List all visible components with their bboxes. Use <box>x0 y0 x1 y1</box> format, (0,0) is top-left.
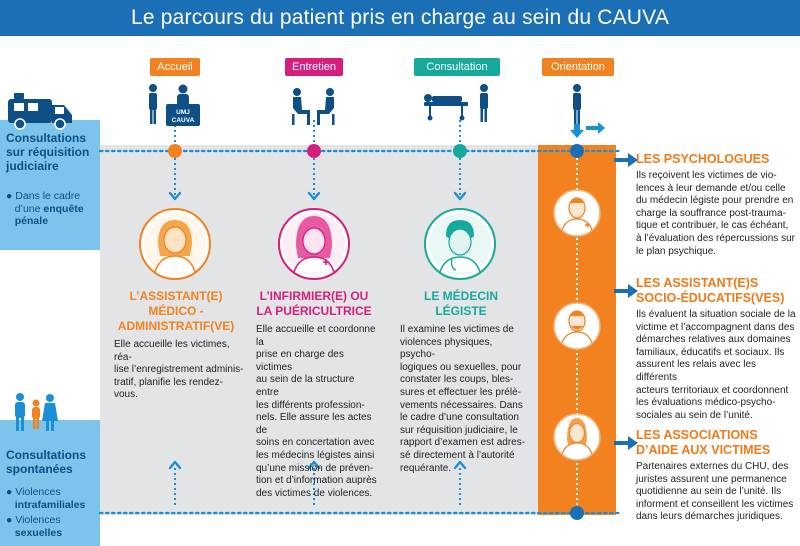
social-workers-description: Ils évaluent la situation sociale de la … <box>636 309 796 421</box>
arrow-icon <box>453 191 467 201</box>
orientation-dot <box>570 144 584 158</box>
doctor-description: Il examine les victimes de violences phy… <box>400 324 526 474</box>
standing-person-icon <box>573 84 581 124</box>
assistant-title: L’ASSISTANT(E) MÉDICO - ADMINISTRATIF(VE… <box>117 289 235 333</box>
psychologists-title: LES PSYCHOLOGUES <box>636 152 770 166</box>
spontaneous-consultation-title: Consultations spontanées <box>6 448 86 476</box>
doctor-title: LE MÉDECIN LÉGISTE <box>423 289 498 318</box>
accueil-dot <box>168 144 182 158</box>
judicial-consultation-bullet: ● Dans le cadre d’une enquête pénale <box>6 190 84 227</box>
arrow-icon <box>614 153 638 167</box>
arrow-icon <box>453 460 467 470</box>
educator-avatar-icon <box>553 302 601 350</box>
assistant-description: Elle accueille les victimes, réa- lise l… <box>114 339 244 401</box>
arrow-icon <box>614 284 638 298</box>
stage-tag-consultation: Consultation <box>414 58 500 76</box>
seated-people-icon <box>292 88 335 125</box>
page-title: Le parcours du patient pris en charge au… <box>130 6 670 29</box>
psychologists-description: Ils reçoivent les victimes de vio- lence… <box>636 170 795 257</box>
stage-tag-entretien: Entretien <box>285 58 343 76</box>
social-workers-title: LES ASSISTANT(E)S SOCIO-ÉDUCATIFS(VES) <box>636 276 785 305</box>
arrow-icon <box>168 460 182 470</box>
judicial-consultation-panel <box>0 120 100 250</box>
nurse-avatar-icon <box>278 208 350 280</box>
consultation-dot <box>453 144 467 158</box>
nurse-description: Elle accueille et coordonne la prise en … <box>256 324 377 499</box>
ambulance-icon <box>8 93 72 130</box>
association-avatar-icon <box>553 413 601 461</box>
receptionist-icon: UMJ CAUVA <box>166 84 200 126</box>
entretien-dot <box>307 144 321 158</box>
svg-text:CAUVA: CAUVA <box>172 117 195 124</box>
assistant-avatar-icon <box>139 208 211 280</box>
stretcher-patient-icon <box>424 84 488 122</box>
psychologist-avatar-icon <box>553 189 601 237</box>
family-icon <box>15 393 58 431</box>
victim-associations-title: LES ASSOCIATIONS D’AIDE AUX VICTIMES <box>636 428 771 457</box>
stage-tag-accueil: Accueil <box>150 58 200 76</box>
svg-text:UMJ: UMJ <box>176 109 190 116</box>
stage-tag-orientation: Orientation <box>542 58 614 76</box>
arrow-icon <box>614 436 638 450</box>
arrow-icon <box>168 191 182 201</box>
spontaneous-consultation-bullets: ● Violences intrafamiliales ● Violences … <box>6 486 86 539</box>
arrow-icon <box>570 122 605 138</box>
judicial-consultation-title: Consultations sur réquisition judiciaire <box>6 131 90 173</box>
doctor-avatar-icon <box>424 208 496 280</box>
standing-person-icon <box>149 84 157 124</box>
nurse-title: L’INFIRMIER(E) OU LA PUÉRICULTRICE <box>256 289 372 318</box>
victim-associations-description: Partenaires externes du CHU, des juriste… <box>636 461 794 523</box>
arrow-icon <box>307 460 321 470</box>
spontaneous-consultation-panel <box>0 420 100 546</box>
arrow-icon <box>307 191 321 201</box>
care-zone <box>100 145 538 515</box>
title-bar: Le parcours du patient pris en charge au… <box>0 0 800 36</box>
